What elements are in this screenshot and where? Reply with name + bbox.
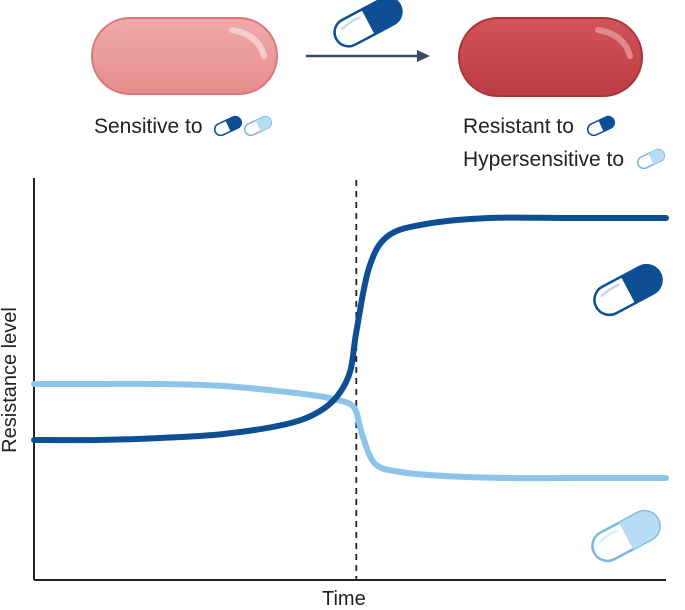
x-axis-label: Time [322, 588, 366, 610]
sensitive-label: Sensitive to [94, 114, 276, 139]
arrow-right-icon [306, 50, 430, 62]
capsule-dark-blue-icon [593, 263, 663, 317]
hypersensitive-label: Hypersensitive to [463, 147, 668, 172]
capsule-light-blue-icon [591, 509, 661, 563]
series-drug-a-line [31, 214, 669, 444]
capsule-light-blue-icon [244, 115, 273, 137]
capsule-dark-blue-icon [333, 0, 403, 48]
cell-resistant-icon [458, 17, 643, 97]
sensitive-label-text: Sensitive to [94, 115, 203, 138]
cell-sensitive-icon [91, 17, 278, 95]
series-drug-b-line [31, 380, 669, 482]
resistant-label-text: Resistant to [463, 115, 574, 138]
capsule-light-blue-icon [636, 148, 665, 170]
capsule-dark-blue-icon [586, 115, 615, 137]
resistant-label: Resistant to [463, 114, 618, 139]
capsule-dark-blue-icon [214, 115, 243, 137]
y-axis-label: Resistance level [0, 307, 21, 453]
hypersensitive-label-text: Hypersensitive to [463, 148, 625, 171]
capsule-pair-icon [214, 115, 273, 137]
chart-axes [33, 178, 666, 581]
